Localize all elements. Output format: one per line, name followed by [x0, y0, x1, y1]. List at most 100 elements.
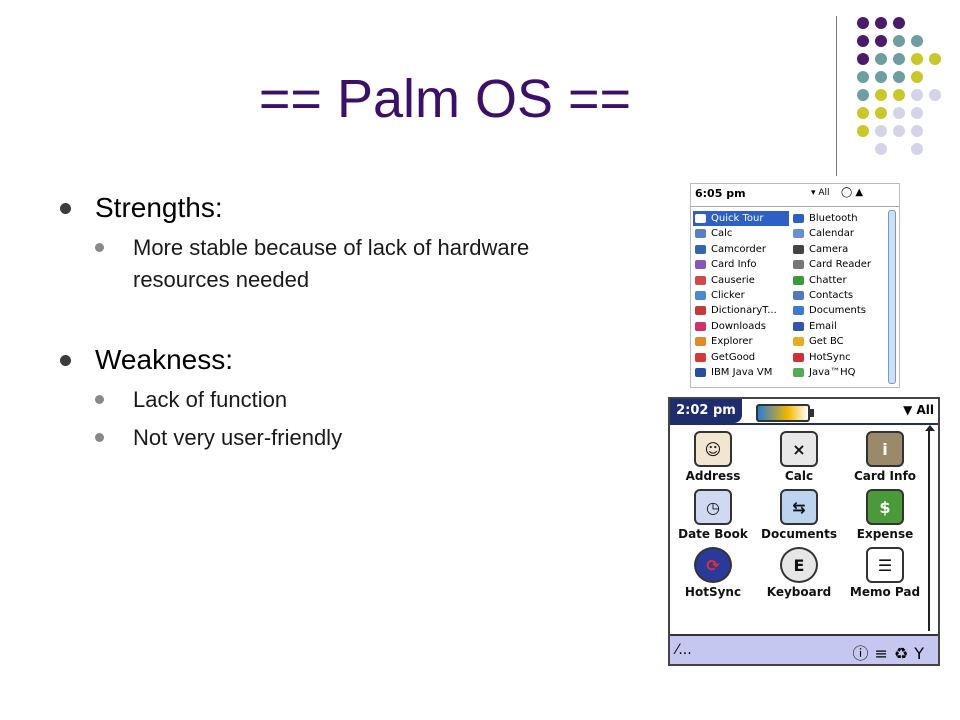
decor-dot: [893, 107, 905, 119]
strengths-heading: Strengths:: [95, 192, 223, 223]
app-icon: [695, 244, 706, 254]
list-item[interactable]: Get BC: [791, 334, 887, 349]
graffiti-stylus-icon: ⁄...: [676, 642, 692, 658]
info-icon[interactable]: ⓘ: [852, 644, 875, 663]
decor-dot: [911, 71, 923, 83]
clock: 6:05 pm: [695, 187, 746, 200]
trash-icon[interactable]: ♻: [893, 644, 915, 663]
app-expense[interactable]: $ Expense: [842, 489, 928, 541]
list-item[interactable]: Card Reader: [791, 257, 887, 272]
divider-line: [836, 16, 837, 176]
keyboard-icon: E: [780, 547, 818, 583]
app-icon: [793, 368, 804, 378]
list-item[interactable]: Camcorder: [693, 242, 789, 257]
weakness-list: Lack of function Not very user-friendly: [95, 384, 620, 454]
list-item[interactable]: Quick Tour: [693, 211, 789, 227]
decor-dot: [911, 107, 923, 119]
scrollbar[interactable]: [925, 425, 936, 631]
decor-dot: [857, 35, 869, 47]
bullet-list: Strengths: More stable because of lack o…: [60, 190, 620, 460]
hotsync-icon: ⟳: [694, 547, 732, 583]
decor-dot: [911, 53, 923, 65]
decor-dot: [875, 71, 887, 83]
app-card-info[interactable]: i Card Info: [842, 431, 928, 483]
list-item[interactable]: Email: [791, 319, 887, 334]
app-column-right: Bluetooth Calendar Camera Card Reader Ch…: [791, 211, 887, 380]
list-item[interactable]: DictionaryT...: [693, 303, 789, 318]
spacer: [60, 302, 620, 342]
app-keyboard[interactable]: E Keyboard: [756, 547, 842, 599]
category-selector[interactable]: ▼ All: [903, 403, 934, 417]
command-icons: ⓘ≡♻Υ: [852, 640, 930, 664]
list-item[interactable]: HotSync: [791, 350, 887, 365]
decor-dot: [911, 89, 923, 101]
header-divider: [670, 423, 938, 425]
list-item[interactable]: Calendar: [791, 226, 887, 241]
expense-icon: $: [866, 489, 904, 525]
calendar-icon: ◷: [694, 489, 732, 525]
app-icon: [793, 260, 804, 270]
decor-dot: [893, 125, 905, 137]
list-item[interactable]: Java™HQ: [791, 365, 887, 380]
app-icon: [695, 275, 706, 285]
app-icon: [793, 306, 804, 316]
app-hotsync[interactable]: ⟳ HotSync: [670, 547, 756, 599]
list-item[interactable]: Clicker: [693, 288, 789, 303]
decor-dot: [911, 143, 923, 155]
app-icon: [695, 321, 706, 331]
app-icon: [695, 229, 706, 239]
command-bar: ⁄... ⓘ≡♻Υ: [670, 634, 938, 664]
beam-icon[interactable]: ≡: [874, 644, 894, 663]
app-icon: [695, 337, 706, 347]
weakness-heading: Weakness:: [95, 344, 233, 375]
list-item[interactable]: IBM Java VM: [693, 365, 789, 380]
list-item[interactable]: Downloads: [693, 319, 789, 334]
decor-dot: [875, 89, 887, 101]
category-selector[interactable]: ▾ All: [811, 188, 830, 198]
list-item[interactable]: Card Info: [693, 257, 789, 272]
app-icon: [793, 352, 804, 362]
list-item[interactable]: Contacts: [791, 288, 887, 303]
slide-title: == Palm OS ==: [258, 69, 632, 129]
documents-icon: ⇆: [780, 489, 818, 525]
scrollbar[interactable]: [888, 210, 896, 384]
status-icons: ◯ ▲: [841, 187, 864, 198]
app-icon: [793, 275, 804, 285]
card-info-icon: i: [866, 431, 904, 467]
list-item[interactable]: Chatter: [791, 273, 887, 288]
list-item[interactable]: Documents: [791, 303, 887, 318]
app-documents[interactable]: ⇆ Documents: [756, 489, 842, 541]
weakness-item: Lack of function: [95, 384, 620, 416]
app-column-left: Quick Tour Calc Camcorder Card Info Caus…: [693, 211, 789, 380]
list-item[interactable]: Camera: [791, 242, 887, 257]
app-icon: [695, 306, 706, 316]
list-item[interactable]: Explorer: [693, 334, 789, 349]
decor-dot: [893, 53, 905, 65]
app-icon: [793, 291, 804, 301]
memo-pad-icon: ☰: [866, 547, 904, 583]
bottom-text: ...: [678, 642, 692, 658]
app-icon: [793, 229, 804, 239]
app-date-book[interactable]: ◷ Date Book: [670, 489, 756, 541]
decor-dot: [875, 35, 887, 47]
app-icon: [695, 260, 706, 270]
decor-dot: [857, 89, 869, 101]
app-calc[interactable]: × Calc: [756, 431, 842, 483]
strengths-list: More stable because of lack of hardware …: [95, 232, 620, 296]
app-icon: [793, 244, 804, 254]
strength-item: More stable because of lack of hardware …: [95, 232, 620, 296]
list-item[interactable]: Causerie: [693, 273, 789, 288]
weakness-item: Not very user-friendly: [95, 422, 620, 454]
decor-dot: [857, 53, 869, 65]
decorative-dot-grid: [0, 0, 960, 160]
list-item[interactable]: GetGood: [693, 350, 789, 365]
app-memo-pad[interactable]: ☰ Memo Pad: [842, 547, 928, 599]
list-item[interactable]: Bluetooth: [791, 211, 887, 226]
list-item[interactable]: Calc: [693, 226, 789, 241]
palm-list-screenshot: 6:05 pm ▾ All ◯ ▲ Quick Tour Calc Camcor…: [690, 183, 900, 388]
app-address[interactable]: ☺ Address: [670, 431, 756, 483]
antenna-icon[interactable]: Υ: [914, 644, 930, 663]
app-icon: [695, 291, 706, 301]
decor-dot: [893, 17, 905, 29]
app-icon: [695, 214, 706, 223]
